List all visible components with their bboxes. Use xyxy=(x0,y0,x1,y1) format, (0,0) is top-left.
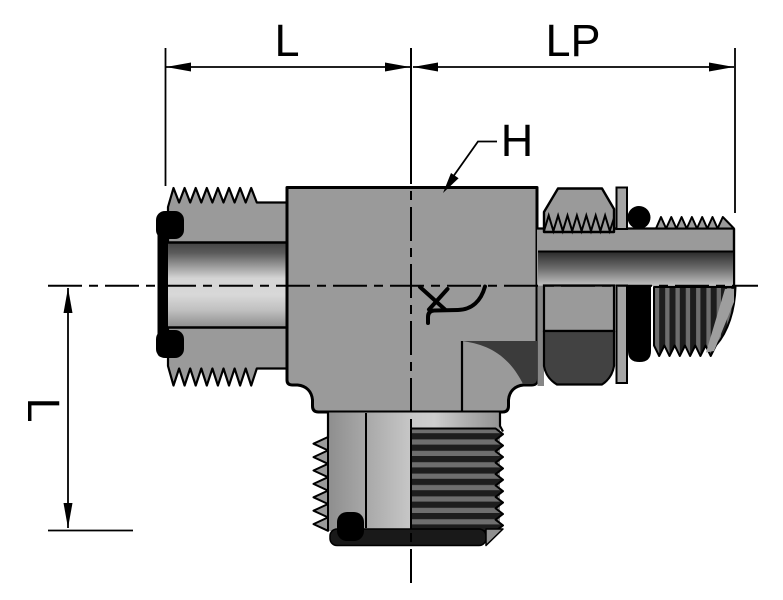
arrowhead xyxy=(63,503,73,528)
arrowhead xyxy=(166,62,191,72)
o-ring-right-profile xyxy=(628,285,651,362)
locknut-bottom-lower-facet xyxy=(542,329,616,386)
branch-left-thread-profile xyxy=(312,436,329,532)
body-corner-shadow xyxy=(462,341,537,384)
dimension-LP-top: LP xyxy=(413,15,736,213)
callout-H: H xyxy=(443,115,533,193)
arrowhead xyxy=(413,62,438,72)
tee-body xyxy=(285,186,539,414)
logo-stroke-2 xyxy=(427,287,450,312)
washer-bottom xyxy=(615,284,628,384)
o-ring-branch xyxy=(337,512,364,541)
branch-right-edge xyxy=(498,412,504,433)
o-ring-right-section xyxy=(627,206,651,229)
manufacturer-logo xyxy=(418,284,487,325)
washer-top xyxy=(615,186,628,230)
dim-label-L-top: L xyxy=(274,15,299,66)
dim-label-LP: LP xyxy=(545,15,600,66)
body-outline xyxy=(285,186,539,414)
o-ring-face-bottom xyxy=(156,330,184,358)
arrowhead xyxy=(443,173,459,193)
dim-label-L-vertical: L xyxy=(18,397,69,422)
centerlines xyxy=(48,48,758,584)
arrowhead xyxy=(385,62,410,72)
right-bottom-chamfer xyxy=(706,289,734,353)
arrowhead xyxy=(63,288,73,313)
locknut-bottom-upper-facet xyxy=(542,284,616,333)
right-bore xyxy=(538,252,733,286)
dimension-L-top: L xyxy=(164,15,410,186)
logo-stroke-1 xyxy=(418,285,447,312)
branch-section-threads xyxy=(410,427,504,532)
o-ring-face-top xyxy=(156,211,184,239)
right-male-port xyxy=(537,186,737,386)
branch-bottom-chamfer xyxy=(485,528,504,547)
bottom-male-port xyxy=(312,412,504,547)
logo-stroke-3 xyxy=(426,284,487,325)
left-male-port xyxy=(156,186,289,387)
right-top-thread-profile xyxy=(655,216,735,230)
locknut-thread-interface xyxy=(543,212,615,235)
callout-label-H: H xyxy=(501,115,534,166)
dimension-L-vertical: L xyxy=(18,288,133,532)
leader-line-H xyxy=(451,140,497,179)
nut-gap-strip xyxy=(537,286,544,386)
locknut xyxy=(542,187,616,386)
arrowhead xyxy=(709,62,734,72)
